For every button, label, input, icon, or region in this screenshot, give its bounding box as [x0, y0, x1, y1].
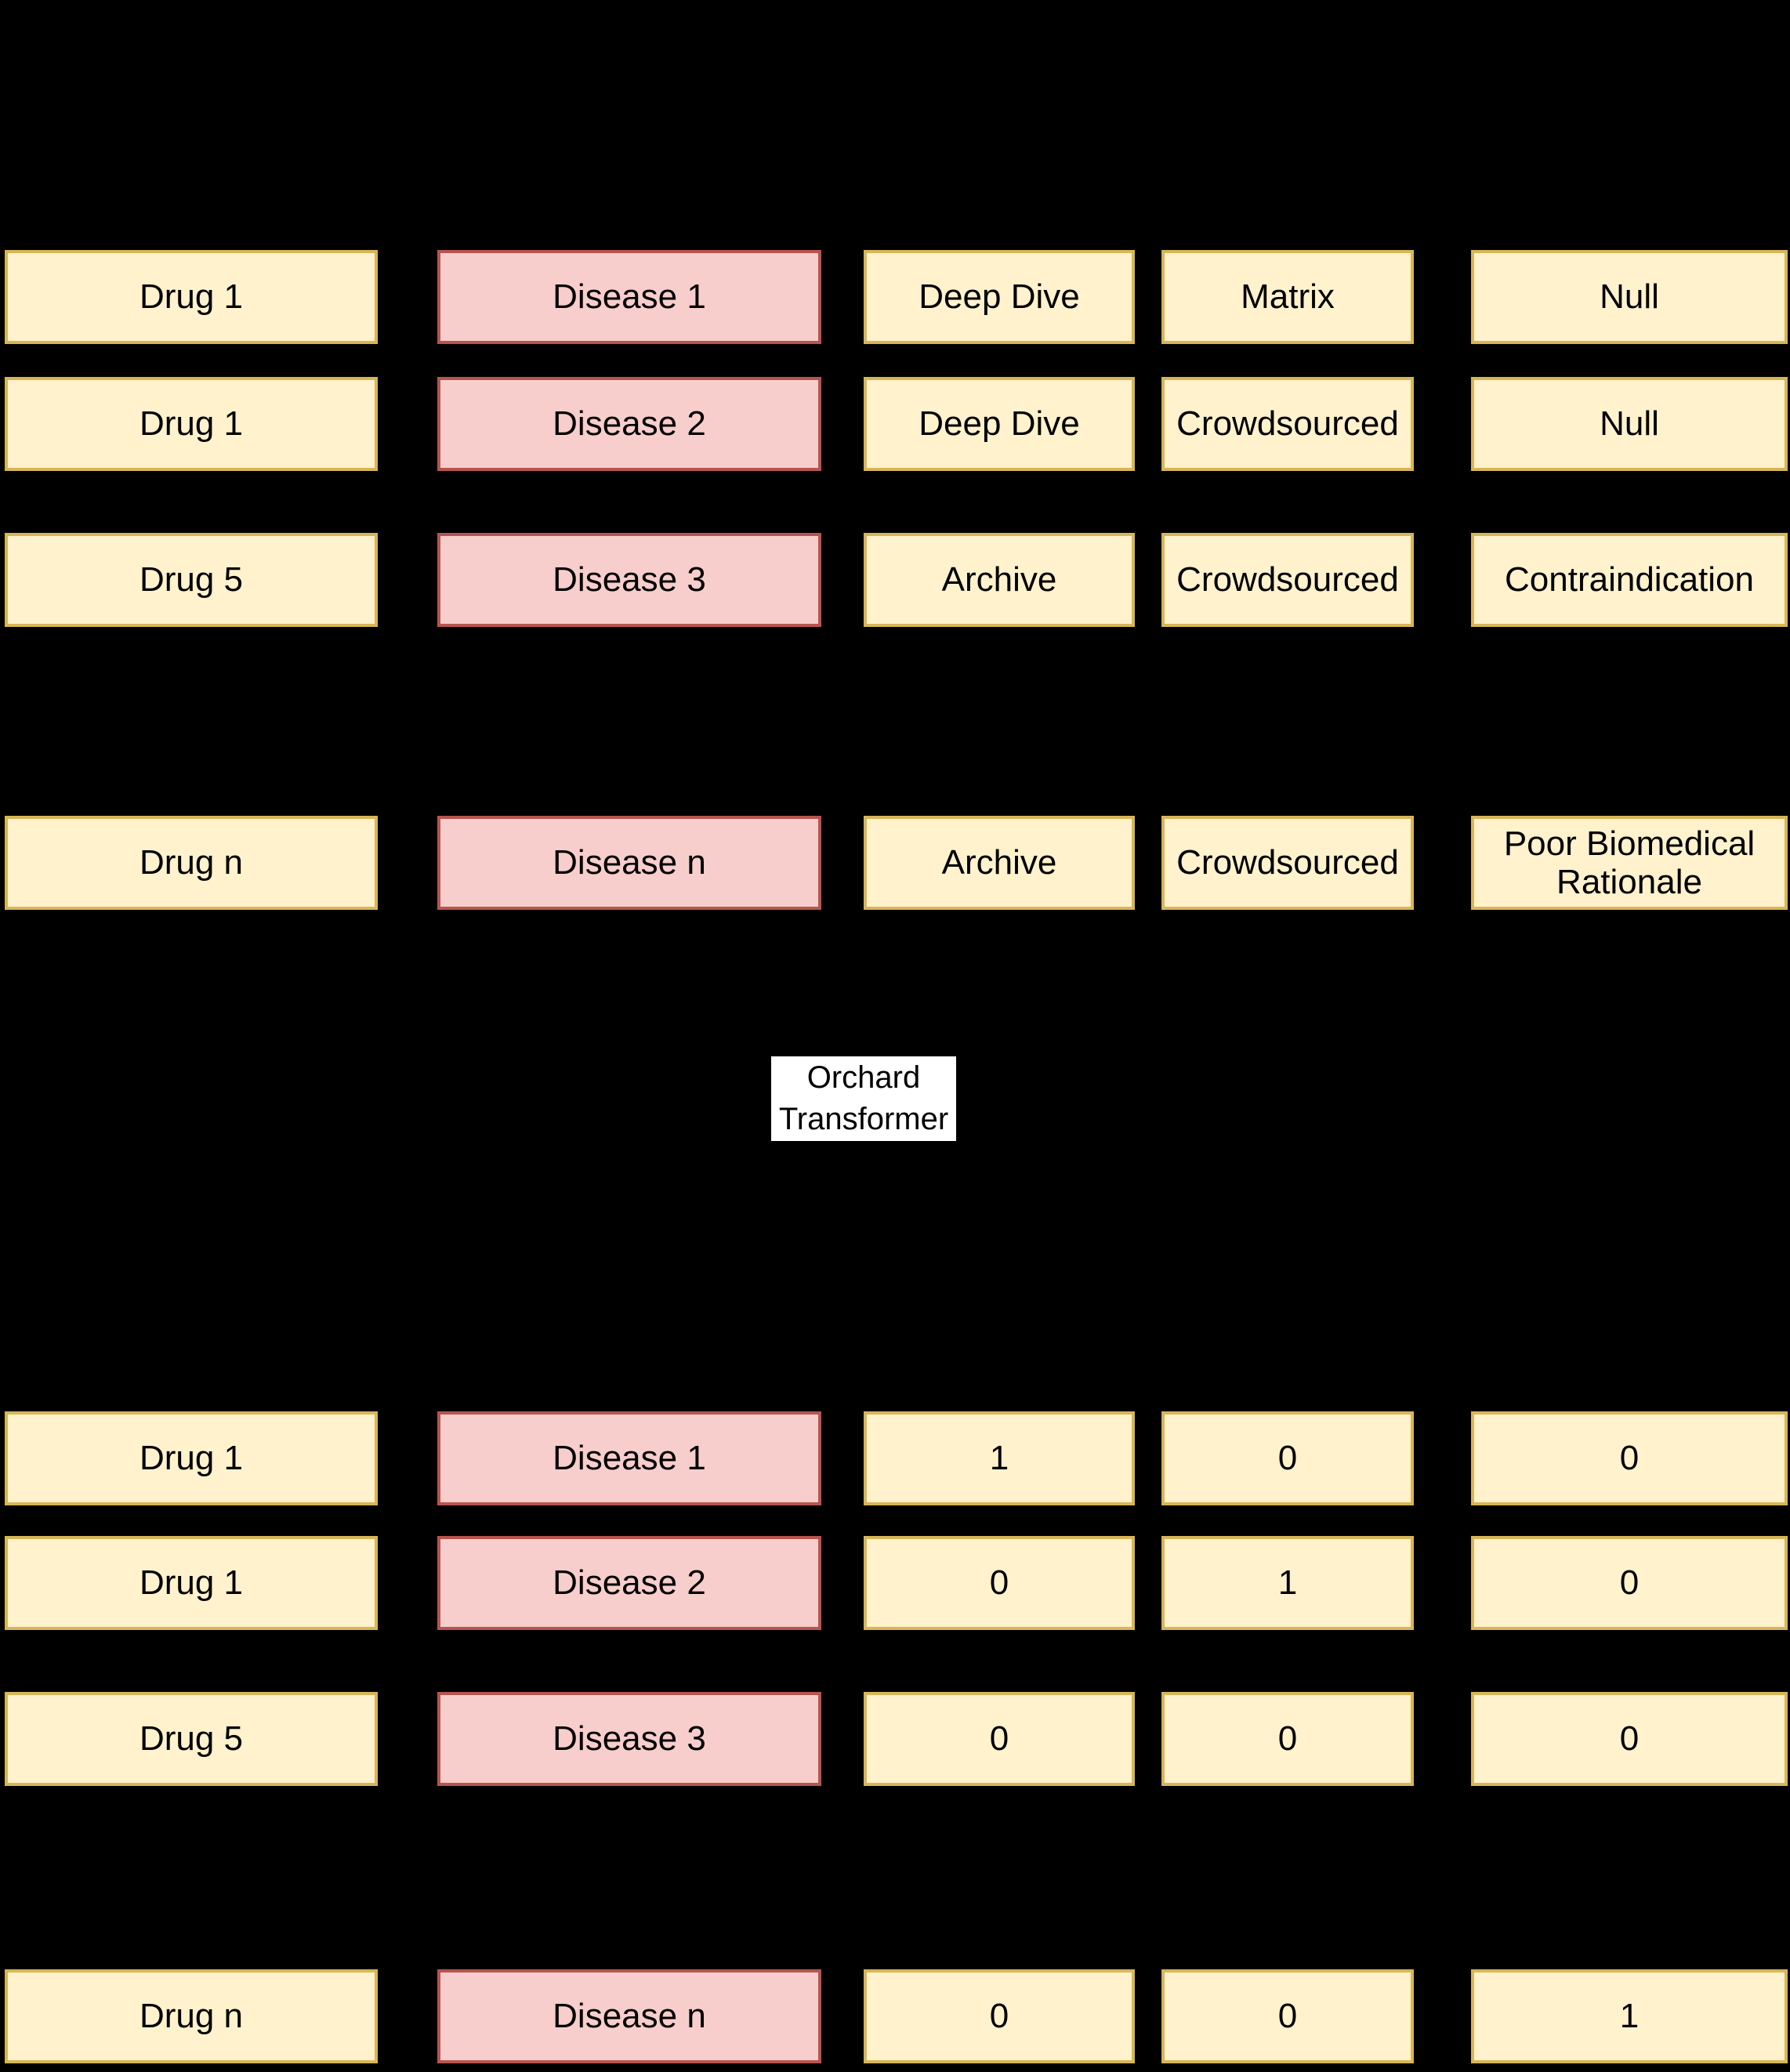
disease-box: Disease 1 [437, 1411, 821, 1505]
disease-box: Disease 2 [437, 1536, 821, 1630]
disease-box: Disease n [437, 816, 821, 910]
disease-box: Disease 3 [437, 533, 821, 627]
value-box: 0 [1161, 1411, 1414, 1505]
drug-box: Drug 1 [5, 250, 378, 344]
value-box: 0 [1161, 1692, 1414, 1786]
drug-box: Drug 5 [5, 533, 378, 627]
annotation-box: Archive [864, 816, 1135, 910]
drug-box: Drug 5 [5, 1692, 378, 1786]
value-box: 1 [1471, 1969, 1788, 2063]
annotation-box: Contraindication [1471, 533, 1788, 627]
transformer-line-1: Orchard [806, 1060, 921, 1096]
value-box: 0 [1161, 1969, 1414, 2063]
value-box: 0 [1471, 1411, 1788, 1505]
value-box: 0 [864, 1969, 1135, 2063]
value-box: 1 [1161, 1536, 1414, 1630]
disease-box: Disease 3 [437, 1692, 821, 1786]
disease-box: Disease 1 [437, 250, 821, 344]
value-box: 1 [864, 1411, 1135, 1505]
value-box: 0 [864, 1692, 1135, 1786]
annotation-box: Crowdsourced [1161, 533, 1414, 627]
annotation-box: Archive [864, 533, 1135, 627]
disease-box: Disease 2 [437, 377, 821, 471]
orchard-transformer-label: Orchard Transformer [771, 1056, 956, 1141]
value-box: 0 [864, 1536, 1135, 1630]
annotation-box: Crowdsourced [1161, 816, 1414, 910]
annotation-box: Poor Biomedical Rationale [1471, 816, 1788, 910]
drug-box: Drug n [5, 816, 378, 910]
drug-box: Drug 1 [5, 1411, 378, 1505]
annotation-box: Null [1471, 250, 1788, 344]
annotation-box: Deep Dive [864, 377, 1135, 471]
annotation-box: Deep Dive [864, 250, 1135, 344]
drug-box: Drug 1 [5, 1536, 378, 1630]
value-box: 0 [1471, 1692, 1788, 1786]
transformer-line-2: Transformer [778, 1102, 949, 1136]
annotation-box: Matrix [1161, 250, 1414, 344]
annotation-box: Null [1471, 377, 1788, 471]
drug-box: Drug n [5, 1969, 378, 2063]
annotation-box: Crowdsourced [1161, 377, 1414, 471]
value-box: 0 [1471, 1536, 1788, 1630]
disease-box: Disease n [437, 1969, 821, 2063]
drug-box: Drug 1 [5, 377, 378, 471]
